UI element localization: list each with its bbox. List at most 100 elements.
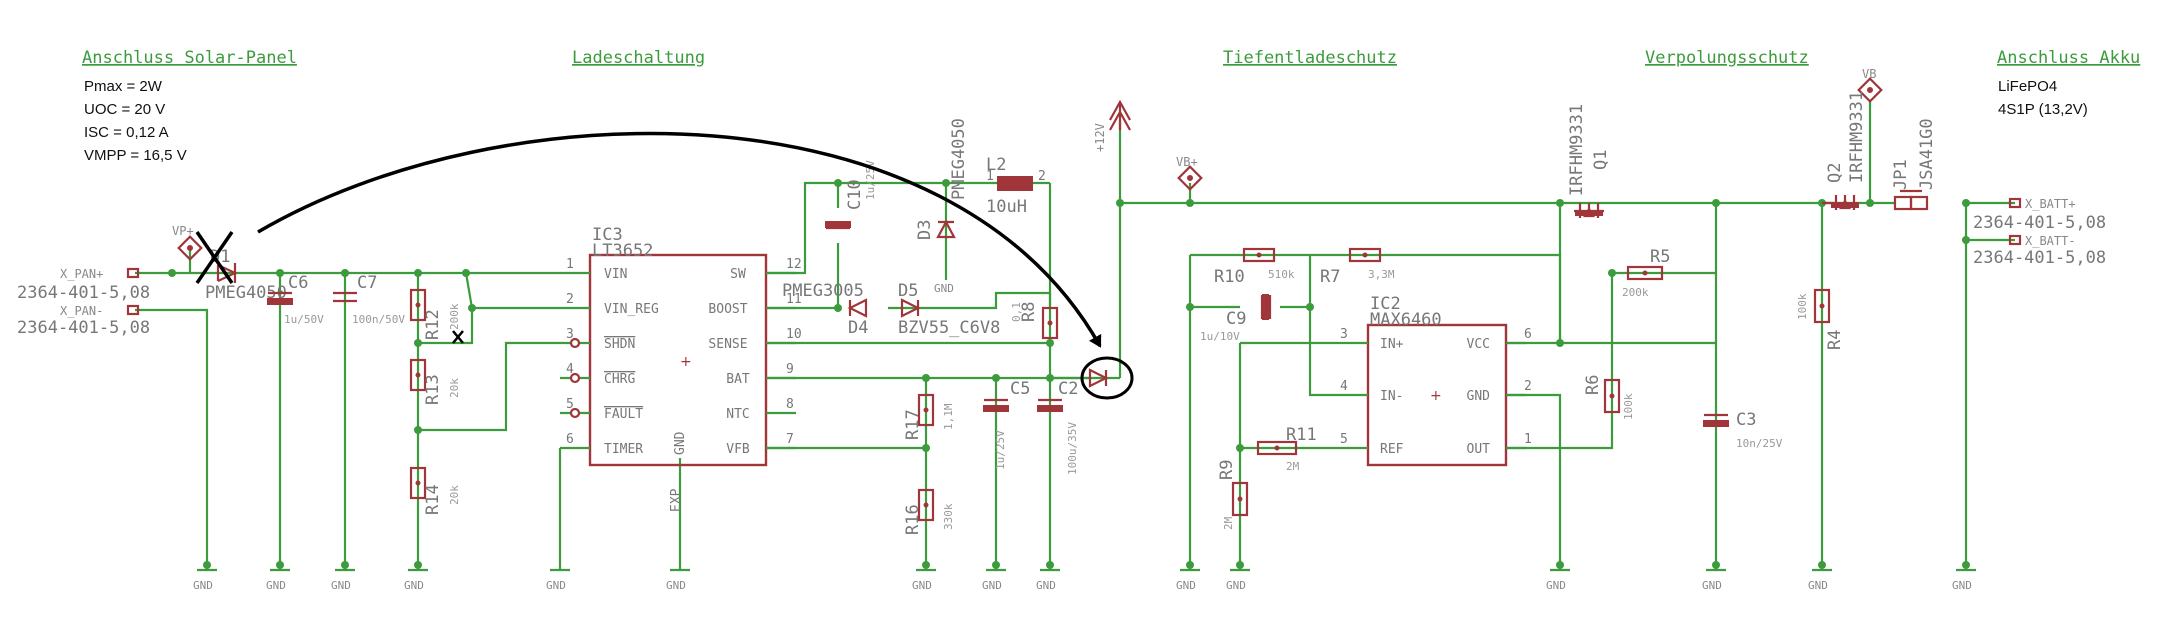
pan-plus-terminal — [126, 267, 140, 279]
q1-mosfet: IRFHM9331 Q1 — [1567, 104, 1611, 218]
ic3-pin-shdn: SHDN — [604, 337, 635, 352]
ground-label: GND — [331, 579, 351, 592]
c6-value: 1u/50V — [284, 313, 324, 326]
ground-icon: GND — [546, 565, 570, 592]
r7-value: 3,3M — [1368, 268, 1395, 281]
r10-resistor: R10 510k — [1214, 247, 1295, 287]
redirect-arrow — [257, 131, 1102, 348]
ic2-pin-vcc: VCC — [1467, 337, 1490, 352]
ic3-part: LT3652 — [592, 241, 653, 261]
ic3-pin-9-num: 9 — [786, 362, 794, 377]
ic3-name: IC3 — [592, 225, 623, 245]
ground-label: GND — [666, 579, 686, 592]
ic2-pin-out: OUT — [1467, 442, 1491, 457]
r5-resistor: R5 200k — [1622, 247, 1670, 299]
ic2-pin-4-num: 4 — [1340, 379, 1348, 394]
c3-label: C3 — [1736, 410, 1756, 430]
jp1-value: JSA41G0 — [1917, 118, 1937, 190]
r12-label: R12 — [423, 309, 443, 340]
ic3-pin-4-num: 4 — [566, 362, 574, 377]
ic3-pin-sense: SENSE — [708, 337, 747, 352]
ic3-pin-2-num: 2 — [566, 292, 574, 307]
r9-resistor: R9 2M — [1217, 460, 1249, 530]
ground-label: GND — [404, 579, 424, 592]
ground-bar-icon — [335, 565, 355, 572]
c7-capacitor: C7 100n/50V — [333, 273, 405, 326]
ic2-name: IC2 — [1370, 294, 1401, 314]
q1-part: IRFHM9331 — [1567, 104, 1587, 196]
vp-label: VP+ — [172, 224, 194, 238]
c6-capacitor: C6 1u/50V — [267, 273, 324, 326]
spec-isc: ISC = 0,12 A — [84, 124, 169, 141]
ground-bar-icon — [670, 565, 690, 572]
highlight-circle — [1080, 356, 1134, 400]
ground-label: GND — [1808, 579, 1828, 592]
r4-value: 100k — [1796, 293, 1809, 320]
r8-label: R8 — [1019, 302, 1039, 322]
cross-out-r12-icon — [452, 330, 464, 344]
ic2-pin-inp: IN+ — [1380, 337, 1404, 352]
d3-gnd-label: GND — [934, 282, 954, 295]
l2-value: 10uH — [986, 197, 1027, 217]
title-battery-connection: Anschluss Akku — [1997, 48, 2140, 68]
d4-value: PMEG3005 — [782, 281, 864, 301]
ground-icon: GND — [982, 565, 1006, 592]
d5-value: BZV55_C6V8 — [898, 318, 1000, 338]
ic3-pin-vfb: VFB — [726, 442, 750, 457]
wires — [135, 100, 2015, 565]
ic2-part: MAX6460 — [1370, 310, 1442, 330]
ground-icon: GND — [1702, 565, 1726, 592]
ground-label: GND — [982, 579, 1002, 592]
ground-bar-icon — [1230, 565, 1250, 572]
batt-plus-terminal — [2008, 197, 2022, 209]
d3-value: PMEG4050 — [949, 118, 969, 200]
ground-label: GND — [266, 579, 286, 592]
ground-bar-icon — [550, 565, 570, 572]
ic2-pin-6-num: 6 — [1524, 327, 1532, 342]
c5-label: C5 — [1010, 379, 1030, 399]
pan-minus-terminal — [126, 304, 140, 316]
c10-label: C10 — [845, 179, 865, 210]
ground-bar-icon — [1812, 565, 1832, 572]
ground-bar-icon — [197, 565, 217, 572]
vb-plus-diamond-icon — [1177, 165, 1203, 191]
ground-bar-icon — [986, 565, 1006, 572]
r6-label: R6 — [1583, 375, 1603, 395]
ic2-pin-3-num: 3 — [1340, 327, 1348, 342]
spec-pmax: Pmax = 2W — [84, 78, 163, 95]
r6-value: 100k — [1622, 393, 1635, 420]
r12-resistor: R12 200k — [409, 288, 461, 340]
batt-minus-part: 2364-401-5,08 — [1973, 248, 2106, 268]
ic3-pin-1-num: 1 — [566, 257, 574, 272]
d1-diode: D1 PMEG4050 — [205, 247, 287, 303]
c2-label: C2 — [1058, 379, 1078, 399]
d1-value: PMEG4050 — [205, 283, 287, 303]
r12-value: 200k — [448, 303, 461, 330]
r11-resistor: R11 2M — [1256, 425, 1317, 473]
v12-label: +12V — [1093, 123, 1107, 152]
vb-label: VB — [1862, 67, 1876, 81]
ic2-pin-inm: IN- — [1380, 389, 1403, 404]
ic3-pin-timer: TIMER — [604, 442, 643, 457]
c9-value: 1u/10V — [1200, 330, 1240, 343]
ground-icon: GND — [1808, 565, 1832, 592]
pan-plus-label: X_PAN+ — [60, 267, 103, 281]
l2-pin2-num: 2 — [1038, 169, 1046, 184]
battery-specs: LiFePO4 4S1P (13,2V) — [1998, 78, 2088, 118]
v12-arrow-icon — [1109, 99, 1131, 131]
ic3-pin-5-num: 5 — [566, 397, 574, 412]
q2-mosfet: Q2 IRFHM9331 — [1822, 91, 1867, 210]
c9-label: C9 — [1226, 309, 1246, 329]
r16-resistor: R16 330k — [903, 488, 955, 535]
c10-capacitor: C10 1u/25V — [825, 160, 877, 230]
r17-label: R17 — [903, 409, 923, 440]
title-charge-circuit: Ladeschaltung — [572, 48, 705, 68]
ic2-pin-ref: REF — [1380, 442, 1404, 457]
ground-label: GND — [546, 579, 566, 592]
ic3-pin-10-num: 10 — [786, 327, 802, 342]
c2-value: 100u/35V — [1066, 422, 1079, 475]
r13-resistor: R13 20k — [409, 358, 461, 405]
r5-label: R5 — [1650, 247, 1670, 267]
